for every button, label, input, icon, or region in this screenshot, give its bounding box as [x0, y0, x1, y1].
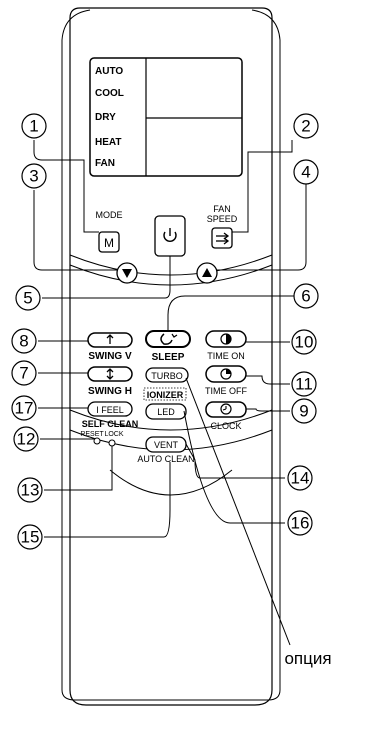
- control-arc-upper: [69, 254, 273, 276]
- callout-13: 13: [17, 477, 43, 503]
- fan-speed-button[interactable]: [211, 227, 233, 249]
- led-button[interactable]: LED: [145, 403, 187, 420]
- swing-v-button[interactable]: [87, 332, 133, 348]
- mode-key: M: [104, 236, 114, 250]
- fan-speed-label-line1: FAN: [213, 204, 231, 214]
- callout-16: 16: [287, 510, 313, 536]
- svg-text:11: 11: [295, 375, 313, 394]
- svg-text:15: 15: [21, 528, 40, 547]
- callout-2: 2: [293, 113, 319, 139]
- svg-text:3: 3: [29, 167, 38, 186]
- svg-text:1: 1: [29, 117, 38, 136]
- sleep-label: SLEEP: [152, 352, 185, 363]
- fan-speed-label-line2: SPEED: [207, 214, 238, 224]
- swing-h-arrow-icon: [106, 368, 114, 380]
- vent-button[interactable]: VENT: [145, 436, 187, 453]
- svg-text:5: 5: [23, 289, 32, 308]
- turbo-label: TURBO: [151, 371, 183, 381]
- lcd-mode-cool: COOL: [95, 88, 124, 99]
- option-label: опция: [284, 649, 331, 668]
- mode-label: MODE: [96, 210, 123, 220]
- callout-4: 4: [293, 159, 319, 185]
- callout-leaders: [33, 140, 307, 646]
- svg-text:4: 4: [301, 163, 310, 182]
- ionizer-dotted-frame: [143, 387, 187, 401]
- callout-10: 10: [291, 329, 317, 355]
- reset-button[interactable]: [93, 437, 101, 445]
- sleep-moon-icon: [160, 333, 178, 345]
- callout-15: 15: [17, 524, 43, 550]
- swing-v-arrow-icon: [106, 334, 114, 344]
- callout-17: 17: [11, 395, 37, 421]
- power-button[interactable]: [154, 215, 186, 257]
- callout-3: 3: [21, 163, 47, 189]
- svg-text:13: 13: [21, 481, 40, 500]
- power-icon: [163, 228, 177, 242]
- swing-h-button[interactable]: [87, 366, 133, 382]
- ionizer-label: IONIZER: [147, 390, 184, 400]
- swing-v-label: SWING V: [88, 351, 132, 362]
- svg-text:9: 9: [299, 402, 308, 421]
- time-off-clock-icon: [226, 369, 231, 374]
- control-arc-bottom: [69, 409, 273, 431]
- i-feel-button[interactable]: I FEEL: [87, 401, 133, 417]
- svg-text:14: 14: [291, 469, 310, 488]
- up-triangle-icon: [202, 268, 212, 277]
- callout-7: 7: [11, 360, 37, 386]
- svg-text:8: 8: [19, 332, 28, 351]
- lcd-mode-dry: DRY: [95, 112, 116, 123]
- led-label: LED: [157, 407, 175, 417]
- clock-label: CLOCK: [210, 421, 241, 431]
- lcd-mode-auto: AUTO: [95, 66, 123, 77]
- callout-12: 12: [13, 426, 39, 452]
- remote-body-bottom: [61, 689, 281, 701]
- time-on-clock-icon: [226, 334, 231, 344]
- control-arc-lower: [69, 264, 273, 286]
- remote-body: [69, 7, 273, 706]
- self-clean-label: SELF CLEAN: [82, 419, 139, 429]
- svg-text:7: 7: [19, 364, 28, 383]
- svg-text:12: 12: [17, 430, 36, 449]
- swing-h-label: SWING H: [88, 386, 132, 397]
- callout-9: 9: [291, 398, 317, 424]
- temp-up-button[interactable]: [196, 262, 218, 284]
- svg-text:2: 2: [301, 117, 310, 136]
- lcd-mode-heat: HEAT: [95, 137, 121, 148]
- remote-body-top-edge-right: [251, 9, 281, 41]
- control-arc-bottom-3: [109, 469, 233, 496]
- fan-speed-arrows-icon: [216, 232, 230, 245]
- sleep-button[interactable]: [145, 330, 191, 348]
- clock-button[interactable]: [205, 401, 247, 418]
- svg-text:16: 16: [291, 514, 310, 533]
- time-on-button[interactable]: [205, 330, 247, 348]
- callout-6: 6: [293, 283, 319, 309]
- lcd-mode-fan: FAN: [95, 158, 115, 169]
- svg-text:17: 17: [15, 399, 34, 418]
- time-on-label: TIME ON: [207, 351, 245, 361]
- callout-8: 8: [11, 328, 37, 354]
- time-off-button[interactable]: [205, 365, 247, 383]
- vent-label: VENT: [154, 440, 179, 450]
- reset-label: RESET: [80, 431, 104, 438]
- lock-button[interactable]: [108, 439, 116, 447]
- mode-button[interactable]: M: [98, 231, 120, 253]
- i-feel-label: I FEEL: [96, 405, 124, 415]
- turbo-button[interactable]: TURBO: [145, 367, 189, 383]
- callout-5: 5: [15, 285, 41, 311]
- svg-text:10: 10: [295, 333, 314, 352]
- svg-text:6: 6: [301, 287, 310, 306]
- temp-down-button[interactable]: [116, 262, 138, 284]
- remote-body-top-edge: [61, 9, 91, 41]
- auto-clean-label: AUTO CLEAN: [137, 454, 194, 464]
- down-triangle-icon: [122, 269, 132, 278]
- callout-1: 1: [21, 113, 47, 139]
- lcd-display: [89, 57, 243, 177]
- callout-11: 11: [291, 371, 317, 397]
- lock-label: LOCK: [104, 431, 123, 438]
- clock-icon: [222, 406, 227, 411]
- time-off-label: TIME OFF: [205, 386, 247, 396]
- callout-14: 14: [287, 465, 313, 491]
